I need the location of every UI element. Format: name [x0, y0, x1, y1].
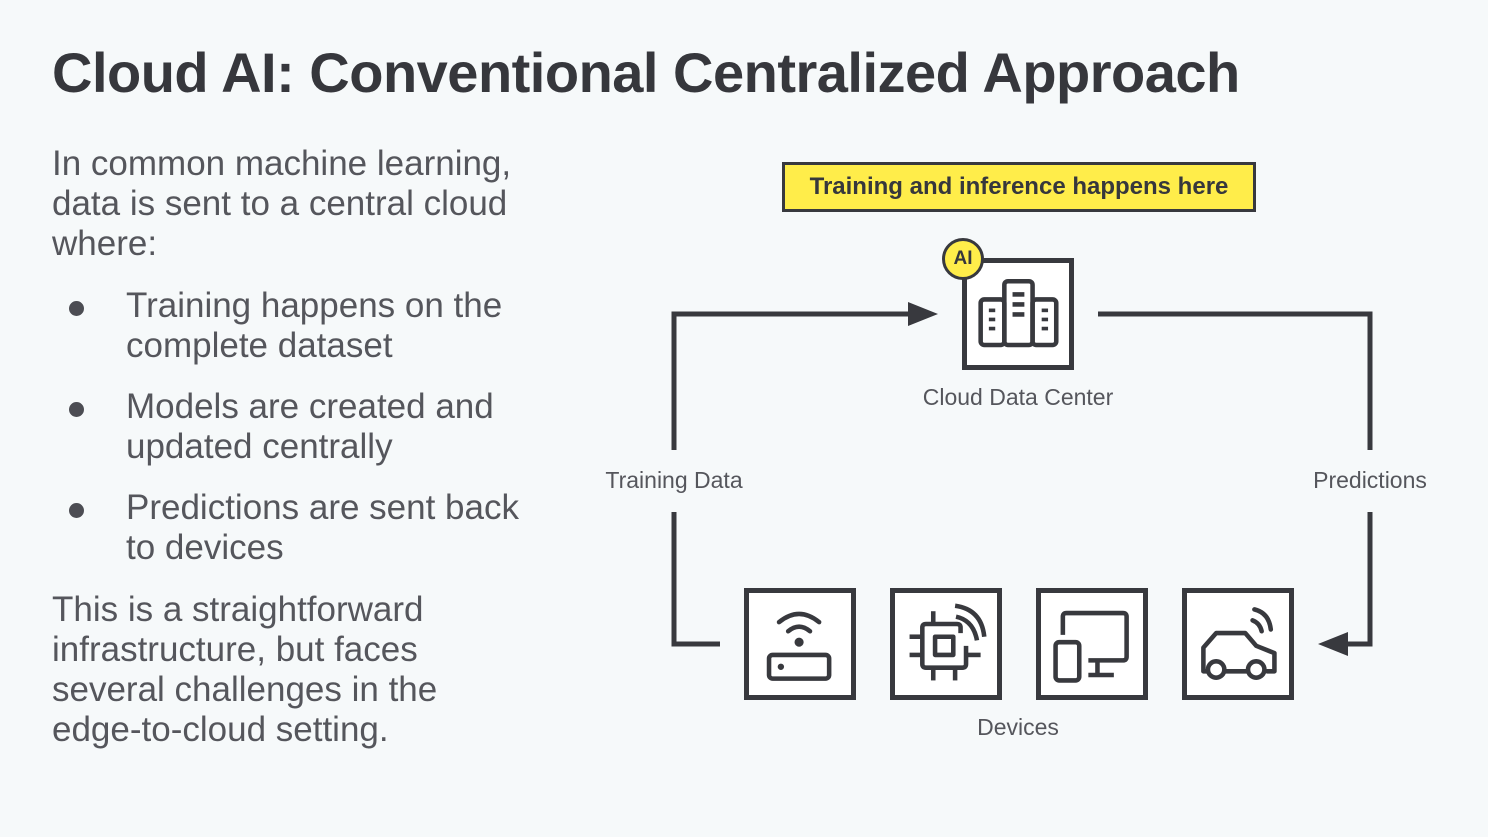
- bullet-icon: [69, 402, 84, 417]
- building-icon: [978, 278, 1059, 348]
- wireless-chip-icon: [909, 603, 987, 681]
- predictions-arrow-lower: [1344, 512, 1373, 647]
- cloud-data-center-label: Cloud Data Center: [922, 384, 1114, 410]
- bullet-text: Predictions are sent back to devices: [126, 488, 519, 567]
- desktop-mobile-icon: [1053, 610, 1129, 683]
- bullet-list: Training happens on the complete dataset…: [52, 286, 522, 568]
- arrowhead-left-icon: [1318, 632, 1348, 656]
- bullet-item: Models are created and updated centrally: [52, 387, 522, 467]
- description-panel: In common machine learning, data is sent…: [52, 144, 522, 750]
- connected-car-icon: [1201, 607, 1277, 680]
- device-chip: [890, 588, 1002, 700]
- intro-text: In common machine learning, data is sent…: [52, 144, 512, 263]
- predictions-label: Predictions: [1313, 467, 1427, 493]
- ai-badge: AI: [942, 238, 984, 280]
- devices-label: Devices: [977, 714, 1059, 740]
- bullet-icon: [69, 503, 84, 518]
- predictions-arrow-upper: [1098, 311, 1373, 450]
- cloud-data-center-box: [962, 258, 1074, 370]
- bullet-item: Training happens on the complete dataset: [52, 286, 522, 366]
- bullet-text: Training happens on the complete dataset: [126, 286, 503, 365]
- device-car: [1182, 588, 1294, 700]
- wifi-router-icon: [766, 611, 832, 681]
- bullet-text: Models are created and updated centrally: [126, 387, 494, 466]
- training-data-arrow-upper: [671, 311, 912, 450]
- training-data-arrow-lower: [671, 512, 720, 647]
- bullet-icon: [69, 301, 84, 316]
- slide-title: Cloud AI: Conventional Centralized Appro…: [52, 41, 1240, 104]
- arrowhead-right-icon: [908, 302, 938, 326]
- conclusion-text: This is a straightforward infrastructure…: [52, 590, 438, 749]
- device-desktop-mobile: [1036, 588, 1148, 700]
- bullet-item: Predictions are sent back to devices: [52, 488, 522, 568]
- training-inference-banner: Training and inference happens here: [782, 162, 1256, 212]
- training-data-label: Training Data: [605, 467, 743, 493]
- device-router: [744, 588, 856, 700]
